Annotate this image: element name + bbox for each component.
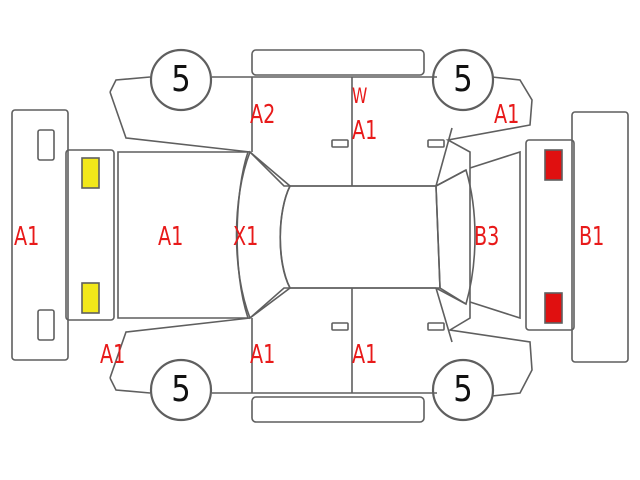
bottom-door-lines (251, 287, 453, 393)
top-door-handle-1 (331, 139, 349, 148)
rear-bumper-label: B1 (579, 222, 605, 252)
bottom-side-molding (251, 396, 425, 423)
top-side-body (109, 76, 533, 397)
front-bumper-outline (11, 109, 69, 361)
bottom-sill-line (249, 287, 467, 319)
roof-outline (279, 185, 441, 289)
front-bumper-label: A1 (14, 222, 40, 252)
rear-panel-outline (525, 139, 575, 331)
front-right-lamp (81, 282, 100, 314)
bottom-side-body (109, 377, 437, 394)
front-bumper-slot-bottom (37, 309, 55, 341)
rear-glass-label: B3 (474, 222, 500, 252)
rear-right-tire-value: 5 (453, 369, 473, 410)
top-sill-line (249, 151, 467, 187)
front-left-fender-label: A2 (250, 100, 276, 130)
bottom-door-handle-1 (331, 322, 349, 331)
windshield-label: X1 (233, 222, 259, 252)
front-left-lamp (81, 157, 100, 189)
front-panel-outline (65, 149, 115, 321)
rear-right-door-label: A1 (352, 340, 378, 370)
hood-label: A1 (158, 222, 184, 252)
top-door-handle-2 (427, 139, 445, 148)
rear-left-tire-value: 5 (453, 59, 473, 100)
rear-left-tire (431, 48, 495, 112)
front-right-tire (149, 358, 213, 422)
front-right-tire-value: 5 (171, 369, 191, 410)
roof-side-label: A1 (352, 116, 378, 146)
front-right-door-label: A1 (250, 340, 276, 370)
bottom-fender-line (109, 317, 251, 379)
rear-glass-outline (435, 168, 476, 306)
rear-right-lamp (544, 292, 563, 324)
front-left-tire-value: 5 (171, 59, 191, 100)
rear-bumper-outline (571, 111, 629, 363)
rear-right-tire (431, 358, 495, 422)
rear-left-quarter-label: A1 (494, 100, 520, 130)
top-fender-line (109, 91, 251, 153)
rear-window-frame (469, 150, 521, 320)
rear-left-lamp (544, 149, 563, 181)
bottom-door-handle-2 (427, 322, 445, 331)
top-side-molding (251, 49, 425, 76)
front-left-tire (149, 48, 213, 112)
top-door-lines (251, 77, 453, 187)
roof-mark-label: W (352, 84, 368, 108)
front-bumper-slot-top (37, 129, 55, 161)
front-right-fender-label: A1 (100, 340, 126, 370)
